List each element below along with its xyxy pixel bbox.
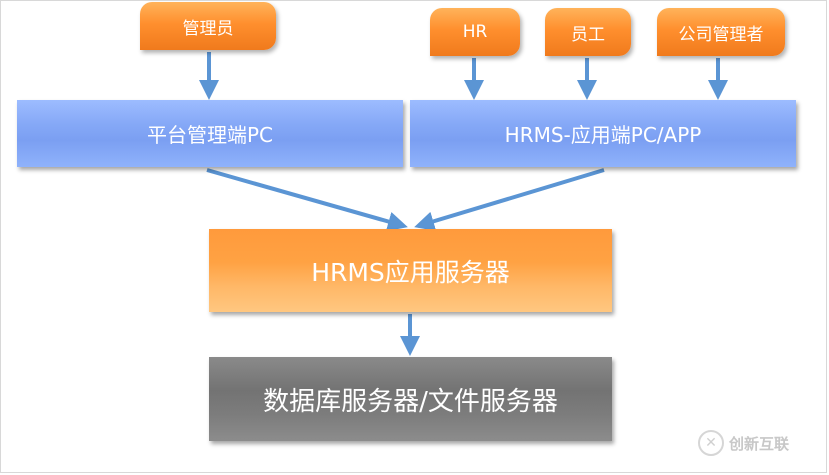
hrms-app-box: HRMS-应用端PC/APP <box>410 100 796 167</box>
role-admin-tag: 管理员 <box>140 2 276 50</box>
role-company-manager-label: 公司管理者 <box>678 24 764 45</box>
hrms-app-server-label: HRMS应用服务器 <box>311 257 510 287</box>
watermark-text: 创新互联 <box>729 434 790 453</box>
db-file-server-label: 数据库服务器/文件服务器 <box>263 386 558 417</box>
role-hr-tag: HR <box>430 8 520 56</box>
role-hr-label: HR <box>462 22 488 42</box>
role-employee-tag: 员工 <box>545 8 631 56</box>
arrow-platform-to-server <box>206 168 408 232</box>
platform-admin-pc-label: 平台管理端PC <box>146 123 274 147</box>
db-file-server-box: 数据库服务器/文件服务器 <box>209 357 612 441</box>
role-company-manager-tag: 公司管理者 <box>657 8 785 56</box>
arrow-app-to-server <box>414 168 605 231</box>
watermark: ✕ 创新互联 <box>698 430 789 456</box>
role-admin-label: 管理员 <box>182 18 234 39</box>
watermark-logo-icon: ✕ <box>698 430 724 456</box>
hrms-app-server-box: HRMS应用服务器 <box>209 229 612 312</box>
platform-admin-pc-box: 平台管理端PC <box>17 100 403 167</box>
hrms-app-label: HRMS-应用端PC/APP <box>504 123 702 147</box>
role-employee-label: 员工 <box>571 24 605 45</box>
